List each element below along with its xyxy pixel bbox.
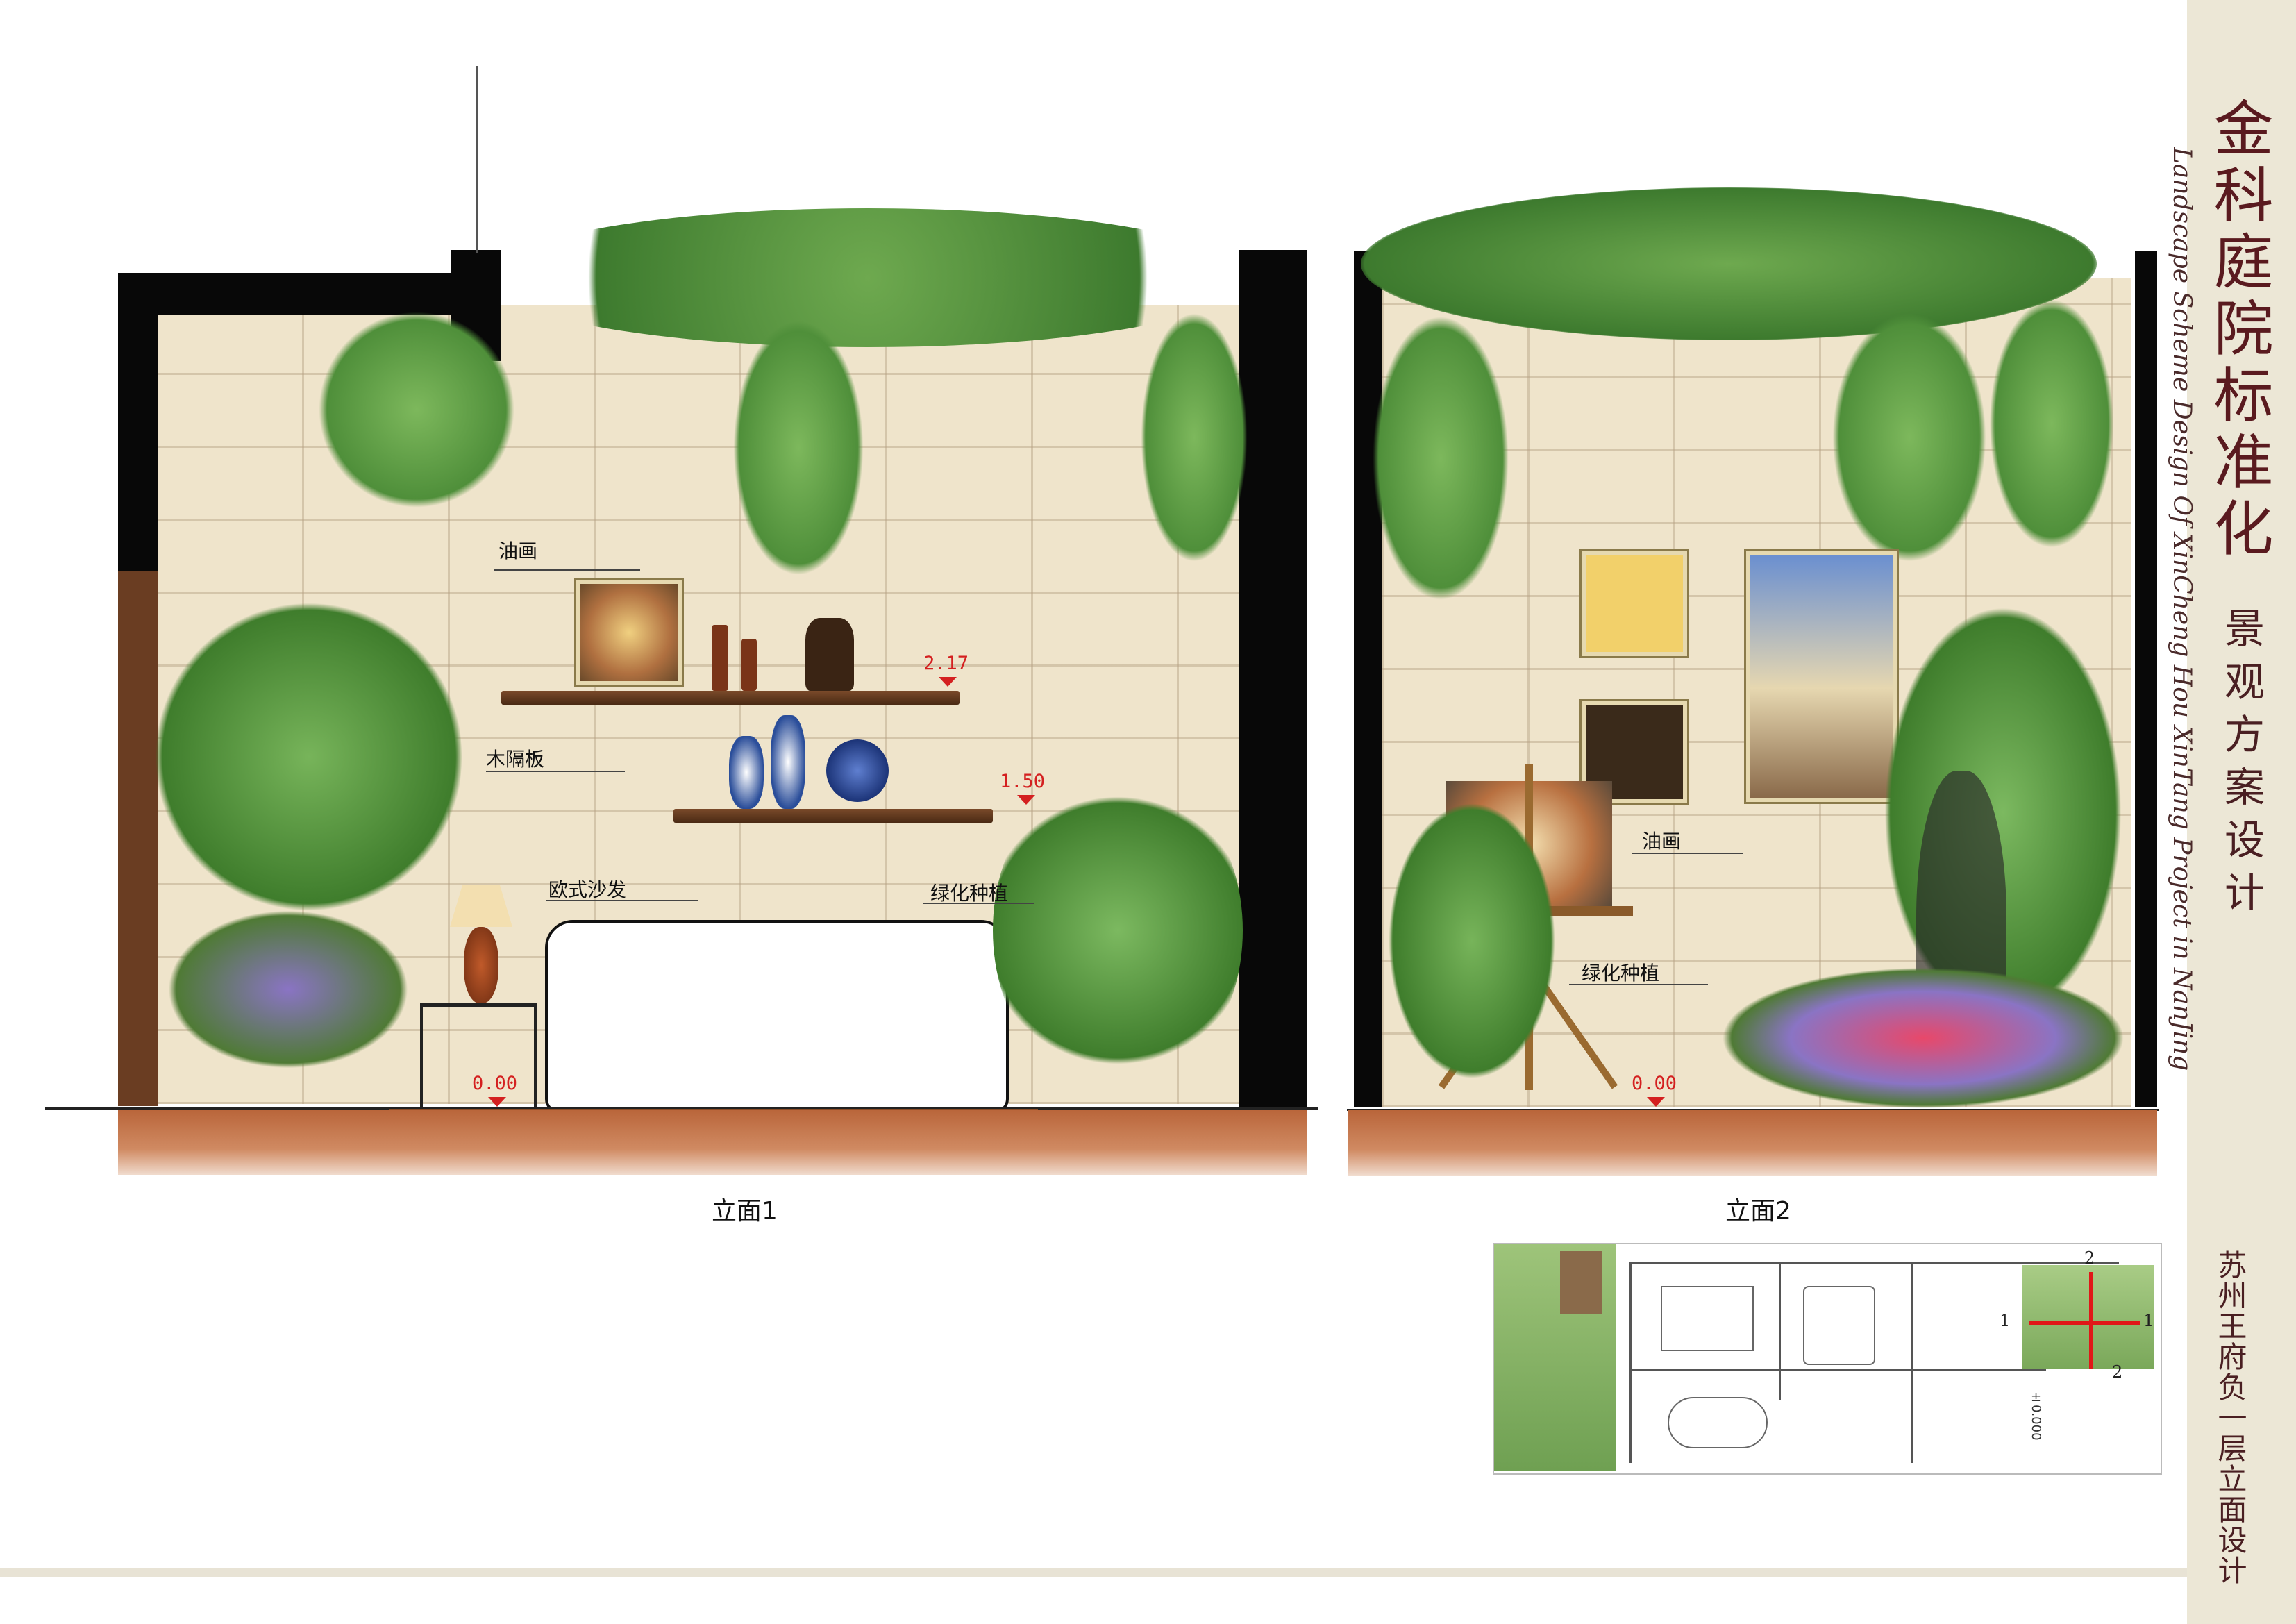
side-table (420, 1003, 537, 1112)
leader-line (923, 903, 1034, 904)
sheet-title: 苏州王府负一层立面设计 (2213, 1250, 2247, 1586)
oil-painting (576, 580, 682, 685)
level-mark-1-50: 1.50 (1000, 771, 1046, 792)
section-mark-2-top: 2 (2084, 1248, 2095, 1268)
porcelain-vase (729, 736, 764, 809)
plan-section-line-1 (2029, 1321, 2140, 1325)
ivy-canopy (486, 208, 1250, 347)
wood-post-left (118, 571, 158, 1106)
ivy-canopy (1361, 187, 2097, 340)
flower-bed (1715, 965, 2131, 1111)
leader-line (1569, 984, 1708, 985)
label-wood-shelf: 木隔板 (486, 748, 545, 771)
leader-line (486, 771, 625, 772)
shrub-lavender (156, 903, 420, 1076)
plan-deck (1560, 1251, 1602, 1314)
elevation-2: 油画 绿化种植 0.00 立面2 (1347, 187, 2159, 1225)
section-mark-2-bottom: 2 (2112, 1362, 2123, 1382)
ivy-vine (1819, 292, 2000, 583)
framed-art-shell (1582, 551, 1687, 656)
ivy-vine (722, 299, 875, 597)
project-subtitle: 景观方案设计 (2218, 608, 2265, 924)
plan-section-line-2 (2089, 1272, 2093, 1369)
ground-line (1347, 1109, 2159, 1111)
plan-inner-wall (1629, 1369, 2046, 1371)
tree-left-2 (1382, 792, 1562, 1090)
plan-furniture (1803, 1286, 1875, 1365)
project-title: 金科庭院标准化 (2203, 97, 2272, 564)
title-strip (2187, 0, 2296, 1624)
framed-landscape-painting (1746, 551, 1897, 802)
wall-frame-left-1 (118, 273, 158, 571)
elevation-1-caption: 立面1 (712, 1197, 778, 1225)
leader-line (494, 569, 640, 571)
plan-furniture (1668, 1397, 1768, 1448)
leader-line (546, 900, 698, 901)
ivy-vine (1132, 292, 1257, 583)
label-planting: 绿化种植 (930, 882, 1009, 905)
soil-section-2 (1348, 1110, 2157, 1176)
level-mark-2-17: 2.17 (923, 653, 969, 674)
wooden-shelf-lower (673, 809, 993, 823)
section-mark-1-left: 1 (2000, 1311, 2011, 1330)
label-oil-painting: 油画 (498, 539, 538, 562)
plan-inner-wall (1911, 1262, 1913, 1463)
level-triangle (939, 677, 957, 687)
section-mark-1-right: 1 (2143, 1311, 2154, 1330)
ground-line (45, 1107, 1318, 1110)
plan-outer-wall (1629, 1262, 1632, 1463)
label-oil-painting-2: 油画 (1642, 830, 1682, 853)
bottom-divider (0, 1568, 2187, 1577)
label-european-sofa: 欧式沙发 (548, 878, 627, 901)
candlestick (712, 625, 728, 691)
antenna-pole (476, 66, 478, 253)
european-sofa (545, 920, 1009, 1113)
wall-frame-right-2 (2135, 251, 2157, 1107)
candlestick (741, 639, 757, 691)
porcelain-vase (771, 715, 805, 809)
soil-section-1 (118, 1110, 1307, 1175)
plan-elevation-tag: ±0.000 (2029, 1390, 2043, 1441)
tree-left (156, 576, 462, 937)
level-triangle (1647, 1097, 1665, 1107)
elevation-1: 油画 木隔板 欧式沙发 绿化种植 2.17 1.50 0.00 立面1 (0, 0, 1319, 1250)
porcelain-plate (826, 739, 889, 802)
plan-furniture (1661, 1286, 1754, 1351)
plan-inner-wall (1779, 1262, 1781, 1400)
ivy-vine (292, 305, 542, 514)
key-plan: 1 1 2 2 ±0.000 (1493, 1243, 2162, 1475)
level-mark-0-00-2: 0.00 (1632, 1073, 1677, 1094)
level-mark-0-00: 0.00 (472, 1073, 518, 1094)
leader-line (1632, 853, 1743, 854)
wooden-shelf-upper (501, 691, 960, 705)
project-title-english: Landscape Scheme Design Of XinCheng Hou … (2168, 147, 2196, 1071)
level-triangle (1017, 795, 1035, 805)
ivy-vine (1361, 292, 1520, 625)
label-planting-2: 绿化种植 (1582, 962, 1660, 985)
ivy-vine (1979, 278, 2125, 569)
bronze-statue (805, 618, 854, 691)
table-lamp-shade (450, 885, 512, 927)
elevation-2-caption: 立面2 (1725, 1197, 1791, 1225)
tree-right (993, 767, 1243, 1094)
plan-courtyard-right (2022, 1265, 2154, 1369)
table-lamp-base (464, 927, 498, 1003)
level-triangle (488, 1097, 506, 1107)
plan-outer-wall (1629, 1262, 2119, 1264)
